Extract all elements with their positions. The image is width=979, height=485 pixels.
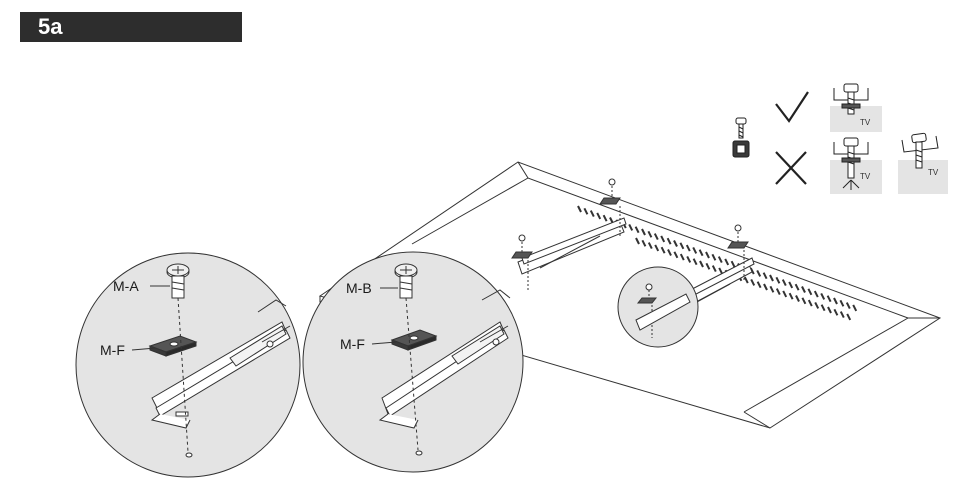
vent-slot: [769, 285, 775, 293]
vent-slot: [801, 286, 806, 293]
plate-m-f-left: [148, 335, 198, 357]
vent-slot: [724, 258, 730, 266]
vent-slot: [801, 297, 807, 305]
cross-mark-icon: [775, 151, 807, 185]
vent-slot: [711, 253, 717, 261]
bracket-left: [517, 217, 627, 275]
vent-slot: [711, 265, 717, 273]
vent-slot: [827, 306, 832, 314]
vent-slot: [833, 308, 839, 316]
vent-slot: [788, 292, 794, 300]
tv-screw-2: [511, 234, 533, 290]
vent-slot: [750, 278, 756, 286]
vent-slot: [730, 260, 736, 268]
vent-slot: [660, 246, 666, 254]
vent-slot: [794, 283, 800, 291]
vent-slot: [845, 302, 851, 310]
vent-slot: [807, 299, 813, 307]
vent-slot: [667, 249, 672, 256]
vent-slot: [589, 210, 595, 218]
vent-slot: [813, 290, 819, 298]
vent-slot: [762, 272, 768, 280]
vent-slot: [679, 253, 685, 261]
vent-slot: [692, 246, 698, 254]
vent-slot: [717, 256, 723, 264]
screw-spacer-icon: [732, 117, 750, 158]
vent-slot: [686, 255, 692, 263]
detail-circle-left: M-A M-F: [75, 252, 301, 478]
vent-slot: [583, 207, 589, 215]
vent-slot: [775, 276, 781, 284]
vent-slot: [743, 276, 749, 284]
vent-slot: [788, 281, 794, 289]
vent-slot: [826, 295, 832, 303]
vent-slot: [685, 244, 691, 252]
vent-slot: [692, 258, 698, 266]
detail-circle-right: M-B M-F: [302, 251, 524, 473]
tv-tag-incorrect-1: TV: [860, 172, 871, 181]
vent-slot: [647, 230, 653, 238]
label-m-f-right: M-F: [340, 336, 365, 352]
legend: TV TV: [732, 83, 948, 194]
vent-slot: [577, 205, 582, 213]
detail-circle-small: [617, 266, 699, 348]
vent-slot: [718, 267, 724, 275]
vent-slot: [705, 262, 711, 270]
check-mark-icon: [775, 91, 809, 123]
tv-tag-incorrect-2: TV: [928, 168, 939, 177]
vent-slot: [839, 311, 845, 319]
vent-slot: [775, 288, 781, 296]
vent-slot: [635, 237, 640, 245]
vent-slot: [596, 212, 602, 220]
vent-slot: [839, 299, 845, 307]
vent-slot: [769, 274, 774, 282]
vent-slot: [807, 288, 813, 296]
vent-slot: [628, 223, 634, 231]
vent-slot: [846, 313, 852, 321]
vent-slot: [698, 249, 704, 257]
vent-slot: [673, 240, 678, 247]
vent-slot: [795, 295, 800, 302]
vent-slot: [782, 290, 788, 298]
vent-slot: [781, 279, 787, 287]
vent-slot: [641, 228, 646, 236]
tv-screw-1: [599, 178, 621, 236]
vent-slot: [756, 269, 762, 277]
tv-tag-correct: TV: [860, 118, 871, 127]
vent-slot: [653, 233, 659, 241]
correct-fit-panel: TV: [830, 83, 882, 132]
vent-slot: [705, 251, 710, 259]
vent-slot: [833, 297, 838, 305]
incorrect-fit-panel-long: TV: [830, 137, 882, 194]
vent-slot: [814, 301, 820, 309]
step-header: 5a: [20, 12, 242, 42]
tv-screw-3: [727, 224, 749, 282]
vent-slot: [654, 244, 660, 252]
label-m-b: M-B: [346, 280, 372, 296]
vent-slot: [820, 292, 826, 300]
vent-slot: [756, 281, 762, 289]
vent-slot: [673, 251, 679, 259]
vent-slot: [641, 239, 647, 247]
step-label: 5a: [38, 14, 63, 39]
vent-slot: [699, 260, 704, 268]
vent-slot: [820, 304, 826, 312]
label-m-f-left: M-F: [100, 342, 125, 358]
vent-slot: [660, 235, 666, 243]
incorrect-fit-panel-tilted: TV: [898, 132, 948, 194]
vent-slot: [679, 242, 685, 250]
vent-slot: [602, 214, 608, 222]
vent-slot: [647, 242, 653, 250]
vent-slot: [763, 283, 768, 291]
plate-m-f-right: [390, 329, 438, 351]
vent-slot: [852, 304, 858, 312]
label-m-a: M-A: [113, 278, 139, 294]
vent-slot: [634, 226, 640, 234]
vent-slot: [666, 237, 672, 245]
screw-m-a: [166, 263, 190, 299]
screw-m-b: [394, 263, 418, 299]
tv-screws: [511, 178, 749, 290]
